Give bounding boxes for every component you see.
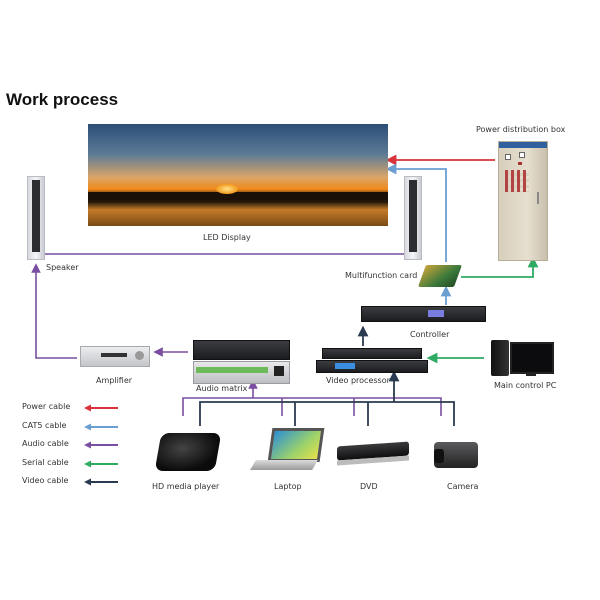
led-sun: [216, 184, 238, 194]
audio-matrix-label: Audio matrix: [196, 384, 248, 393]
led-display-label: LED Display: [203, 233, 251, 242]
legend-label: Power cable: [22, 402, 71, 411]
speaker-label: Speaker: [46, 263, 79, 272]
legend-item: Serial cable: [22, 458, 132, 477]
hd-media-player: [154, 433, 222, 471]
wire-serial-box: [461, 256, 539, 278]
amplifier-display: [101, 353, 127, 357]
wire-cat5-led: [385, 163, 447, 262]
legend-arrow-icon: [84, 423, 118, 430]
power-box-header: [499, 142, 547, 148]
laptop-screen: [267, 428, 325, 462]
controller-device: [361, 306, 486, 322]
speaker-grill: [409, 180, 417, 252]
legend-label: Serial cable: [22, 457, 69, 467]
amplifier-knob: [135, 351, 144, 360]
camera-lens: [434, 449, 444, 463]
audio-matrix-top-unit: [193, 340, 290, 360]
power-distribution-box: [498, 141, 548, 261]
audio-matrix-terminals: [196, 367, 268, 373]
video-processor-top-unit: [322, 348, 422, 359]
legend-label: Audio cable: [22, 439, 69, 448]
hd-player-label: HD media player: [152, 482, 220, 491]
laptop-label: Laptop: [274, 482, 302, 491]
dvd-label: DVD: [360, 482, 378, 491]
video-processor-label: Video processor: [326, 376, 390, 385]
speaker-right: [404, 176, 422, 260]
legend-item: Audio cable: [22, 439, 132, 458]
power-box-meter: [505, 154, 511, 160]
power-box-indicator: [518, 162, 522, 165]
speaker-grill: [32, 180, 40, 252]
pc-stand: [526, 372, 536, 376]
wire-audio-bus: [182, 397, 442, 416]
video-processor-screen: [335, 363, 355, 369]
legend-label: CAT5 cable: [22, 420, 67, 430]
led-horizon: [88, 192, 388, 200]
multifunction-card-label: Multifunction card: [345, 271, 418, 280]
amplifier-device: [80, 346, 150, 367]
legend-arrow-icon: [84, 404, 118, 412]
legend-item: Video cable: [22, 476, 132, 495]
video-processor-device: [316, 360, 428, 373]
controller-screen: [428, 310, 444, 317]
legend-arrow-icon: [84, 460, 118, 467]
legend-arrow-icon: [84, 441, 118, 449]
legend-arrow-icon: [84, 478, 118, 486]
power-box-meter: [519, 152, 525, 158]
wire-audio-amp-speaker: [31, 263, 77, 359]
led-display: [88, 124, 388, 226]
legend-label: Video cable: [22, 476, 69, 485]
speaker-left: [27, 176, 45, 260]
power-box-switches: [505, 170, 529, 192]
audio-matrix-power: [274, 366, 284, 376]
legend-item: Power cable: [22, 402, 132, 421]
camera-label: Camera: [447, 482, 479, 491]
power-box-label: Power distribution box: [476, 125, 566, 134]
legend-item: CAT5 cable: [22, 421, 132, 440]
amplifier-label: Amplifier: [96, 376, 133, 385]
pc-monitor: [510, 342, 554, 374]
main-pc-label: Main control PC: [494, 381, 557, 390]
page-title: Work process: [6, 90, 119, 109]
wire-video-bus: [199, 401, 455, 426]
audio-matrix-device: [193, 361, 290, 384]
controller-label: Controller: [410, 330, 450, 339]
pc-tower: [491, 340, 509, 376]
laptop-base: [250, 460, 318, 470]
power-box-handle: [537, 192, 539, 204]
